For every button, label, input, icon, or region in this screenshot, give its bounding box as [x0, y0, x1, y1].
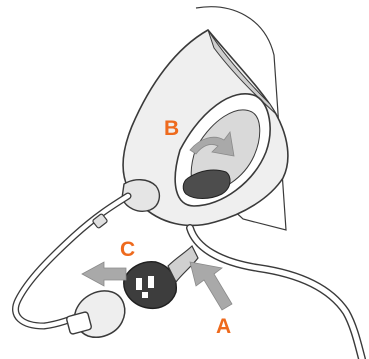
label-b: B: [164, 117, 179, 140]
socket-slot-1: [136, 278, 142, 290]
label-c: C: [120, 238, 135, 261]
socket-slot-3: [142, 292, 148, 298]
arrow-c: [82, 262, 126, 286]
socket-slot-2: [148, 276, 154, 288]
arrow-a: [190, 262, 232, 310]
label-a: A: [216, 315, 231, 338]
